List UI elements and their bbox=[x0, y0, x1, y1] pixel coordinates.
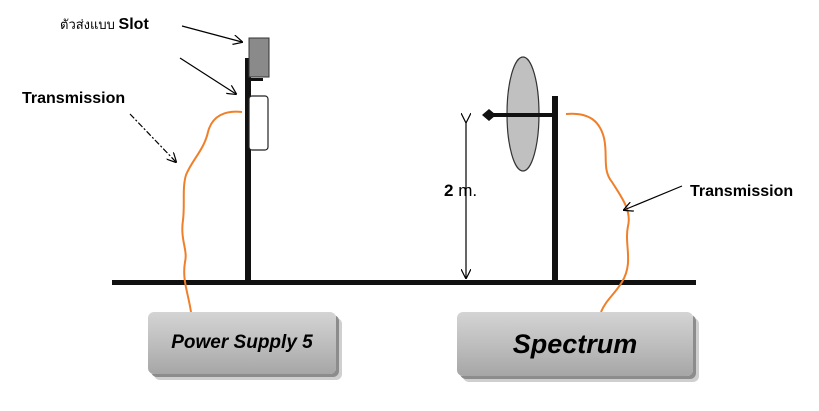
slot-antenna-label-prefix: ตัวส่งแบบ bbox=[60, 17, 115, 32]
dish-feed-tip bbox=[482, 109, 496, 121]
power-supply-box: Power Supply 5 bbox=[148, 312, 336, 374]
transmission-right-arrow bbox=[624, 185, 683, 210]
height-unit: m. bbox=[453, 181, 478, 200]
slot-antenna-label: ตัวส่งแบบ Slot bbox=[60, 14, 149, 35]
height-value: 2 bbox=[444, 181, 454, 200]
spectrum-label: Spectrum bbox=[512, 328, 638, 359]
transmission-left-arrow bbox=[129, 113, 176, 162]
right-stand-pole bbox=[552, 96, 558, 282]
left-pole-connector bbox=[251, 78, 263, 81]
spectrum-analyzer-box: Spectrum bbox=[457, 312, 693, 376]
left-stand-pole bbox=[245, 58, 251, 282]
slot-pole-arrow bbox=[179, 57, 236, 94]
transmission-label-left: Transmission bbox=[22, 90, 126, 107]
height-label: 2 m. bbox=[444, 181, 477, 201]
transmission-label-right: Transmission bbox=[690, 183, 794, 200]
ground-bar bbox=[112, 280, 696, 285]
left-transmission-cable bbox=[181, 110, 243, 313]
receiver-module bbox=[248, 95, 269, 151]
power-supply-label: Power Supply 5 bbox=[171, 332, 313, 353]
slot-antenna bbox=[248, 37, 270, 78]
slot-antenna-label-suffix: Slot bbox=[118, 16, 149, 33]
slot-label-arrow bbox=[181, 25, 242, 42]
